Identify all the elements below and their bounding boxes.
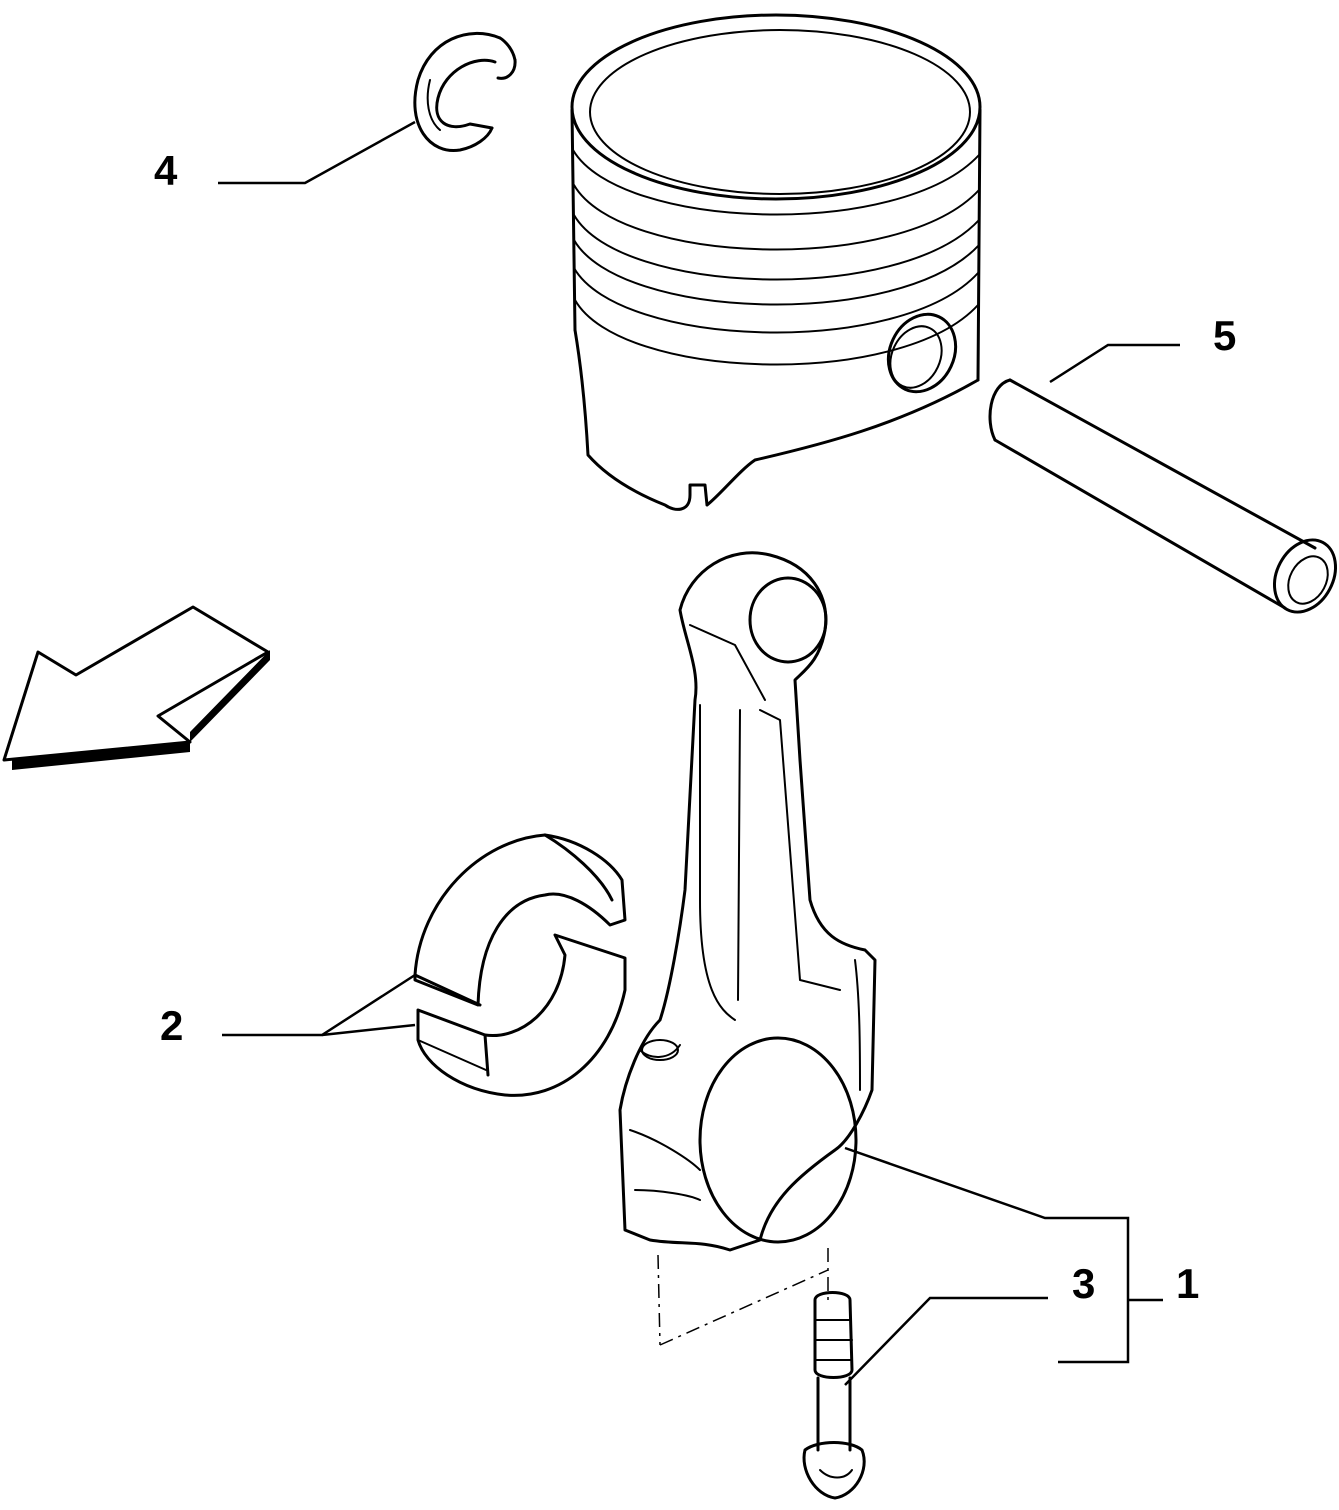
connecting-rod-icon (618, 551, 877, 1252)
bolt-icon (802, 1291, 866, 1500)
leader-lines (218, 120, 1180, 1386)
callout-1: 1 (1176, 1260, 1199, 1307)
assembly-guide-line (657, 1248, 829, 1346)
callout-5: 5 (1213, 312, 1236, 359)
callout-4: 4 (154, 147, 178, 194)
front-direction-arrow-icon (2, 605, 270, 770)
bearing-shell-icon (413, 833, 627, 1097)
piston-pin-icon (988, 378, 1337, 614)
callout-3: 3 (1072, 1260, 1095, 1307)
circlip-icon (413, 32, 517, 153)
piston-icon (570, 13, 982, 511)
callout-2: 2 (160, 1002, 183, 1049)
